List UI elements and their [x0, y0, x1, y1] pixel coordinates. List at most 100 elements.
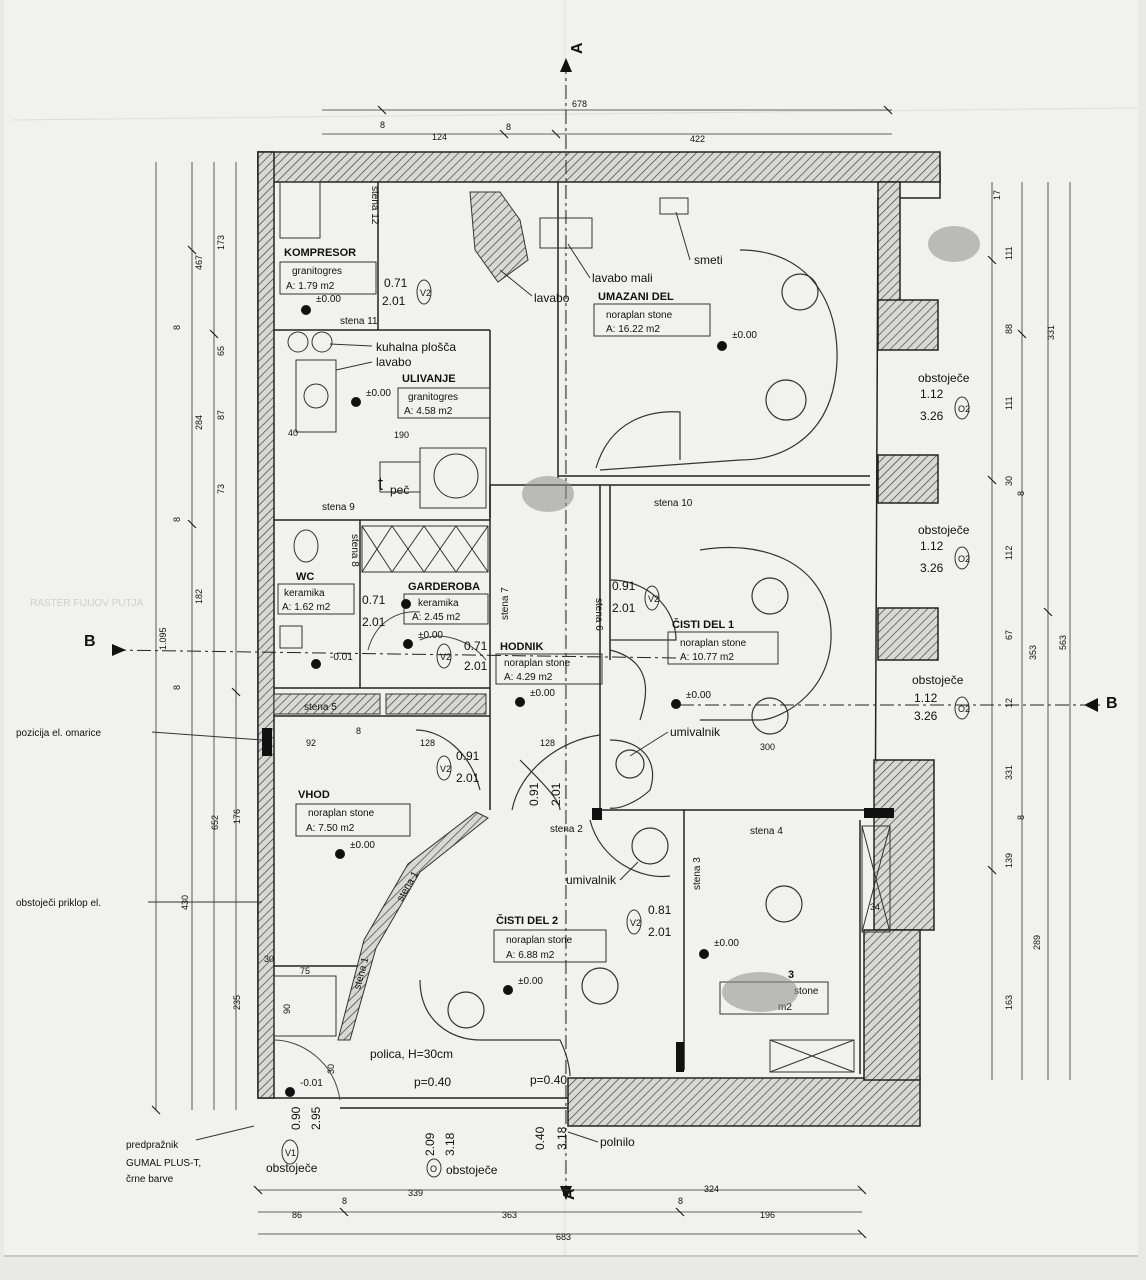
door-width: 0.81	[648, 903, 672, 917]
wall-label-4: stena 4	[750, 826, 783, 837]
window-tag: O2	[958, 704, 970, 714]
door-height: 2.01	[549, 782, 563, 806]
label-umivalnik-2: umivalnik	[566, 873, 617, 887]
dim-left-8b: 8	[172, 517, 182, 522]
outer-walls	[257, 151, 941, 1127]
wardrobe	[361, 525, 489, 573]
wall-column	[592, 808, 602, 820]
room-material: granitogres	[408, 392, 458, 403]
wall-label-5: stena 5	[304, 702, 337, 713]
dim-left-176: 176	[232, 809, 242, 824]
dim-right-12: 12	[1004, 698, 1014, 708]
dim-left-87: 87	[216, 410, 226, 420]
dim-right-112: 112	[1004, 546, 1014, 560]
room-wc: WC keramika A: 1.62 m2	[277, 571, 355, 615]
room-garderoba: GARDEROBA keramika A: 2.45 m2	[403, 581, 489, 625]
wall-label-8: stena 8	[349, 534, 360, 567]
window-width: 2.09	[423, 1132, 437, 1156]
room-cisti-del-2: ČISTI DEL 2 noraplan stone A: 6.88 m2	[493, 914, 607, 963]
label-p1: p=0.40	[414, 1075, 451, 1089]
inner-dim: 34	[870, 902, 880, 912]
section-a-top-label: A	[569, 42, 586, 54]
inner-dim: 90	[282, 1004, 292, 1014]
room-ulivanje: ULIVANJE granitogres A: 4.58 m2	[397, 373, 491, 419]
window-width: 1.12	[914, 691, 938, 705]
window-tag: O	[430, 1164, 437, 1174]
door-height: 2.95	[309, 1106, 323, 1130]
label-predprasnik-type: GUMAL PLUS-T,	[126, 1158, 201, 1169]
room-cisti-del-1: ČISTI DEL 1 noraplan stone A: 10.77 m2	[667, 618, 779, 665]
dim-right-111b: 111	[1004, 396, 1014, 410]
door-width: 0.91	[527, 782, 541, 806]
dimension-ticks	[151, 105, 1053, 1239]
dim-left-652: 652	[210, 815, 220, 830]
window-width: 1.12	[920, 387, 944, 401]
room-area: A: 10.77 m2	[680, 652, 734, 663]
room-material: noraplan stone	[504, 658, 571, 669]
room-material: stone	[794, 986, 819, 997]
room-hodnik: HODNIK noraplan stone A: 4.29 m2	[495, 641, 603, 685]
label-umivalnik-1: umivalnik	[670, 725, 721, 739]
dim-right-331b: 331	[1046, 325, 1056, 340]
door-tag: V2	[440, 764, 451, 774]
dimension-lines	[155, 109, 1071, 1235]
label-predprasnik: predpražnik	[126, 1140, 179, 1151]
wall-label-6: stena 6	[593, 598, 604, 631]
window-o2-3: obstoječe 1.12 3.26 O2	[912, 673, 970, 723]
el-cabinet-mark	[262, 728, 272, 756]
room-area: A: 1.79 m2	[286, 281, 335, 292]
room-area: A: 4.29 m2	[504, 672, 553, 683]
room-material: noraplan stone	[680, 638, 747, 649]
dim-bottom-324: 324	[704, 1184, 719, 1194]
dim-bottom-196: 196	[760, 1210, 775, 1220]
dim-top-422: 422	[690, 134, 705, 144]
section-b-left-arrow	[112, 644, 126, 656]
dim-top-124: 124	[432, 132, 447, 142]
dim-bottom-total: 683	[556, 1232, 571, 1242]
section-b-right-arrow	[1084, 698, 1098, 712]
window-height: 3.26	[914, 709, 938, 723]
shelf-stena-1	[337, 811, 489, 1041]
window-height: 3.18	[555, 1126, 569, 1150]
dim-right-139: 139	[1004, 853, 1014, 868]
room-material: noraplan stone	[308, 808, 375, 819]
label-polica: polica, H=30cm	[370, 1047, 453, 1061]
inner-dim: 75	[300, 966, 310, 976]
room-area: A: 2.45 m2	[412, 612, 461, 623]
label-lavabo-2: lavabo	[376, 355, 412, 369]
wall-label-12: stena 12	[369, 186, 380, 225]
window-o2-1: obstoječe 1.12 3.26 O2	[918, 371, 970, 423]
room-name: WC	[296, 571, 314, 583]
label-predprasnik-color: črne barve	[126, 1174, 174, 1185]
window-height: 3.18	[443, 1132, 457, 1156]
height-entrance: -0.01	[300, 1078, 323, 1089]
section-lines	[111, 60, 1100, 1200]
section-a-bottom-arrow	[560, 1186, 572, 1200]
height-umazani: ±0.00	[732, 330, 757, 341]
door-tag: V2	[630, 918, 641, 928]
door-width: 0.91	[612, 579, 636, 593]
room-vhod: VHOD noraplan stone A: 7.50 m2	[295, 789, 411, 837]
room-area: A: 4.58 m2	[404, 406, 453, 417]
height-markers	[285, 305, 727, 1097]
window-height: 3.26	[920, 561, 944, 575]
label-p2: p=0.40	[530, 1073, 567, 1087]
dim-top-8b: 8	[506, 122, 511, 132]
wall-5-hatch	[273, 693, 381, 715]
room-name: 3	[788, 969, 794, 981]
height-garderoba: ±0.00	[418, 630, 443, 641]
column-box	[861, 825, 891, 933]
dim-right-111: 111	[1004, 246, 1014, 260]
dim-bottom-8b: 8	[678, 1196, 683, 1206]
height-room3: ±0.00	[714, 938, 739, 949]
room-kompresor: KOMPRESOR granitogres A: 1.79 m2	[279, 247, 377, 295]
dim-left-1095: 1.095	[158, 627, 168, 650]
label-pozicija-el-omarice: pozicija el. omarice	[16, 728, 101, 739]
sink-unit	[295, 359, 337, 433]
door-height: 2.01	[648, 925, 672, 939]
section-a-top-arrow	[560, 58, 572, 72]
dim-left-182: 182	[194, 589, 204, 604]
door-height: 2.01	[456, 771, 480, 785]
room-area: A: 1.62 m2	[282, 602, 331, 613]
